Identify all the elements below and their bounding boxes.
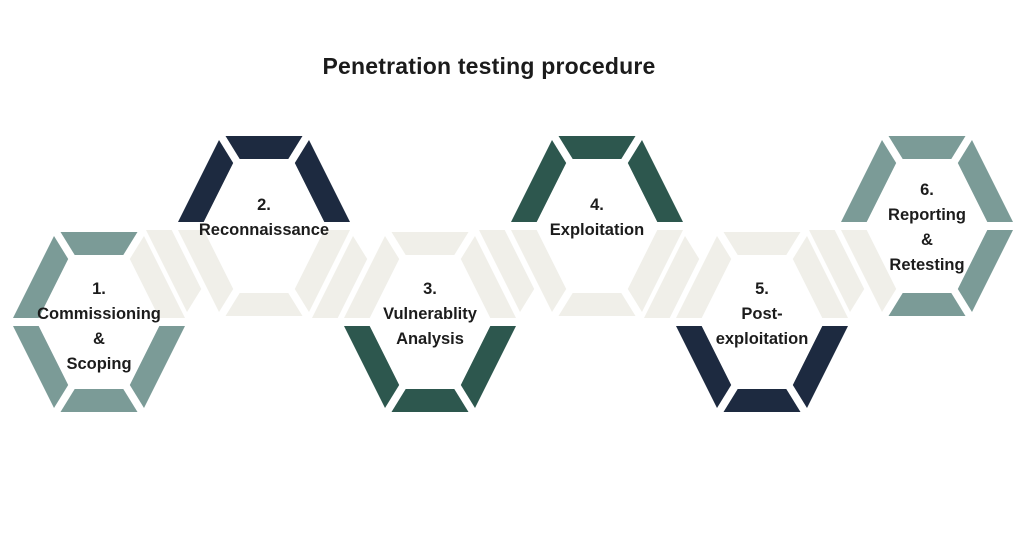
step-2-hex-segment-ul — [178, 140, 234, 222]
step-2-hex-segment-bottom — [225, 293, 303, 316]
step-1-line: & — [93, 330, 105, 348]
step-2-hex-segment-ll — [178, 230, 234, 312]
step-6-hex-segment-top — [888, 136, 966, 159]
step-6-hex-segment-bottom — [888, 293, 966, 316]
step-3-hex-segment-ll — [344, 326, 400, 408]
step-1-hex-segment-bottom — [60, 389, 138, 412]
step-5-line: exploitation — [715, 330, 809, 348]
step-3-line: Vulnerablity — [383, 305, 477, 323]
step-6-hex-segment-ur — [957, 140, 1013, 222]
step-1-label: 1. Commissioning & Scoping — [11, 277, 187, 377]
step-1-hex-segment-ur — [129, 236, 185, 318]
step-5-hex-segment-lr — [792, 326, 848, 408]
junction-band-4 — [644, 236, 700, 318]
step-4-label: 4. Exploitation — [509, 193, 685, 243]
step-5-line: 5. — [755, 280, 769, 298]
step-1-line: Commissioning — [37, 305, 161, 323]
step-2-hex-segment-top — [225, 136, 303, 159]
step-4-hex-segment-bottom — [558, 293, 636, 316]
junction-band-5 — [809, 230, 865, 312]
step-5-line: Post- — [741, 305, 783, 323]
step-6-line: Reporting — [888, 206, 966, 224]
step-2-label: 2. Reconnaissance — [176, 193, 352, 243]
step-6-line: Retesting — [889, 256, 965, 274]
step-5-hex-segment-ul — [676, 236, 732, 318]
step-2-hex-segment-ur — [294, 140, 350, 222]
step-4-line: Exploitation — [549, 221, 645, 239]
step-2-hex-segment-lr — [294, 230, 350, 312]
step-5-hex-segment-top — [723, 232, 801, 255]
step-3-hex-segment-ul — [344, 236, 400, 318]
step-5-hex-segment-ur — [792, 236, 848, 318]
step-1-line: 1. — [92, 280, 106, 298]
diagram-title: Penetration testing procedure — [322, 53, 656, 79]
step-5-label: 5. Post- exploitation — [674, 277, 850, 352]
step-3-hex-segment-top — [391, 232, 469, 255]
step-4-hex-segment-ll — [511, 230, 567, 312]
step-3-line: 3. — [423, 280, 437, 298]
step-1-line: Scoping — [66, 355, 132, 373]
step-6-line: & — [921, 231, 933, 249]
step-1-hex-segment-top — [60, 232, 138, 255]
step-4-line: 4. — [590, 196, 604, 214]
step-2-line: 2. — [257, 196, 271, 214]
step-3-line: Analysis — [396, 330, 464, 348]
step-6-line: 6. — [920, 181, 934, 199]
step-4-hex-segment-ul — [511, 140, 567, 222]
step-3-hex-segment-ur — [460, 236, 516, 318]
step-4-hex-segment-top — [558, 136, 636, 159]
junction-band-3 — [479, 230, 535, 312]
step-1-hex-segment-lr — [129, 326, 185, 408]
step-2-line: Reconnaissance — [198, 221, 330, 239]
step-3-hex-segment-bottom — [391, 389, 469, 412]
step-3-label: 3. Vulnerablity Analysis — [342, 277, 518, 352]
step-1-hex-segment-ll — [13, 326, 69, 408]
junction-band-1 — [146, 230, 202, 312]
step-5-hex-segment-bottom — [723, 389, 801, 412]
step-6-hex-segment-ll — [841, 230, 897, 312]
step-1-hex-segment-ul — [13, 236, 69, 318]
step-4-hex-segment-lr — [627, 230, 683, 312]
step-6-hex-segment-ul — [841, 140, 897, 222]
step-3-hex-segment-lr — [460, 326, 516, 408]
step-6-label: 6. Reporting & Retesting — [839, 178, 1015, 278]
step-5-hex-segment-ll — [676, 326, 732, 408]
junction-band-2 — [312, 236, 368, 318]
step-4-hex-segment-ur — [627, 140, 683, 222]
step-6-hex-segment-lr — [957, 230, 1013, 312]
